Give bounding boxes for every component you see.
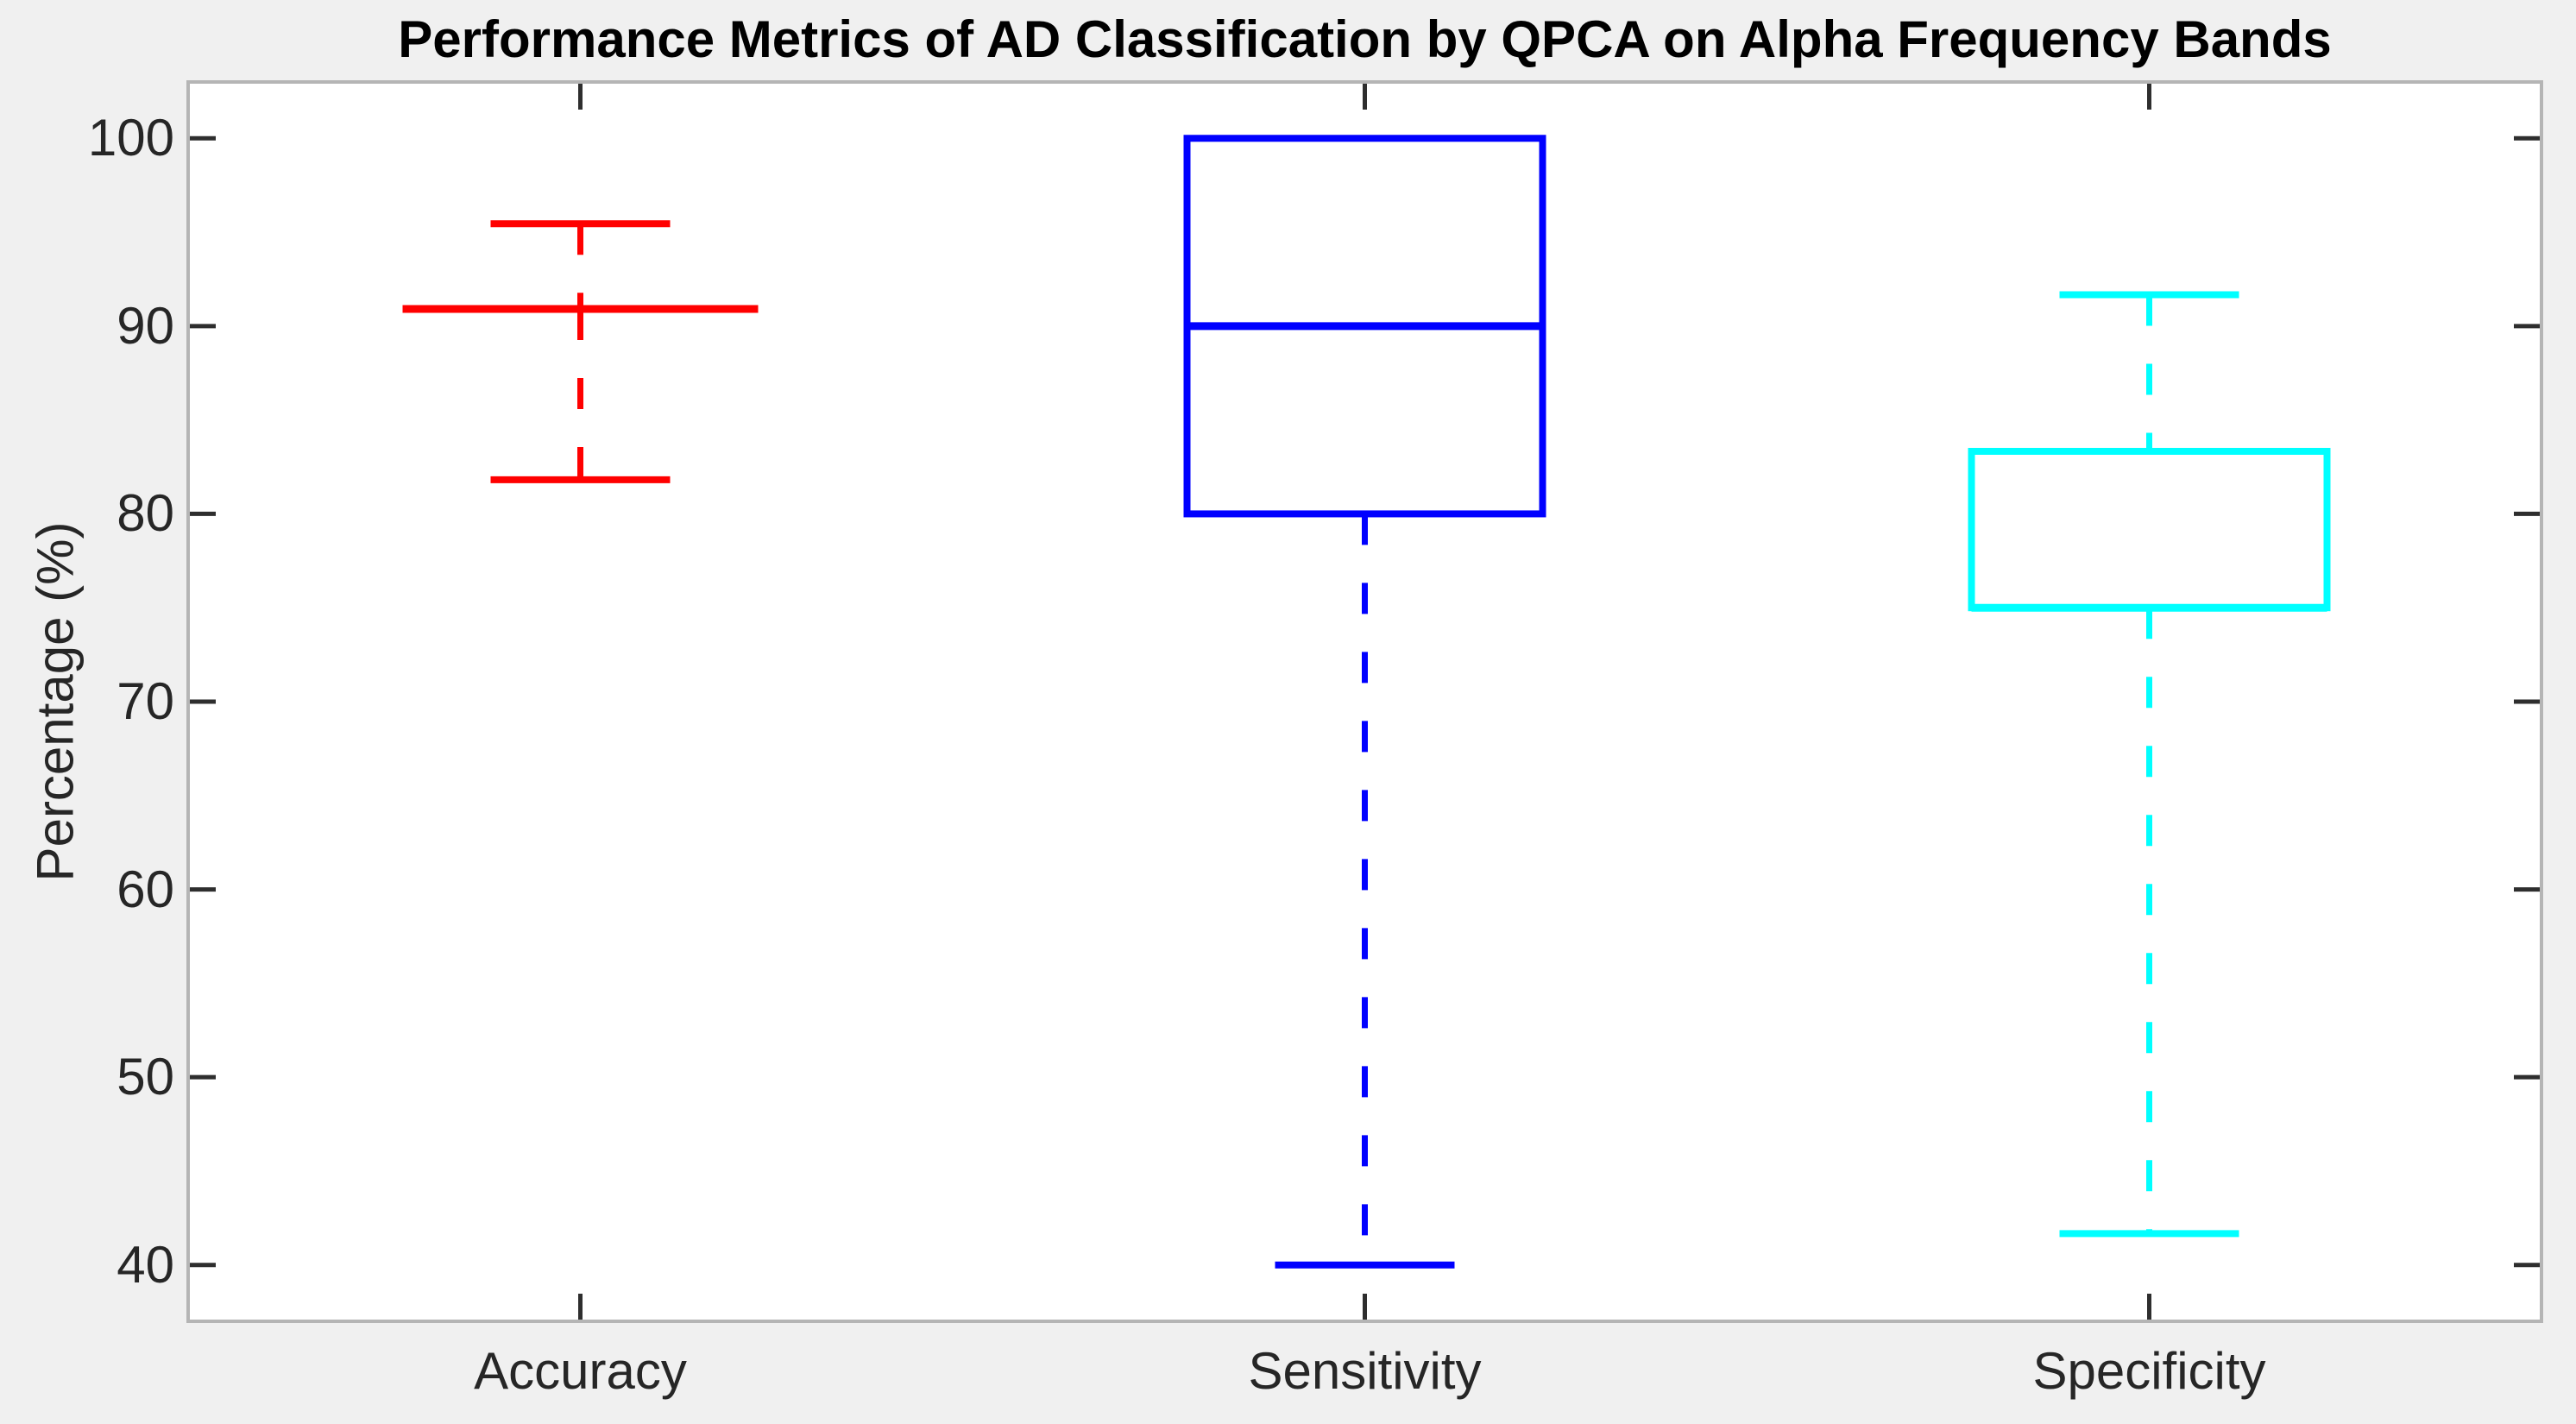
y-tick-label: 100 [87,109,174,167]
y-tick-label: 60 [117,860,174,918]
y-tick-label: 40 [117,1235,174,1294]
y-tick-label: 70 [117,672,174,730]
y-tick-label: 50 [117,1048,174,1106]
axis-box-border [186,80,2543,1323]
boxplot-sensitivity [1183,135,1546,1269]
y-tick-label: 80 [117,484,174,543]
y-tick-label: 90 [117,296,174,355]
x-tick-label-specificity: Specificity [2032,1342,2266,1400]
x-tick-label-sensitivity: Sensitivity [1248,1342,1482,1400]
chart-title: Performance Metrics of AD Classification… [398,10,2332,68]
boxplot-accuracy [402,220,759,483]
boxplot-specificity [1968,291,2331,1238]
x-tick-label-accuracy: Accuracy [474,1342,687,1400]
